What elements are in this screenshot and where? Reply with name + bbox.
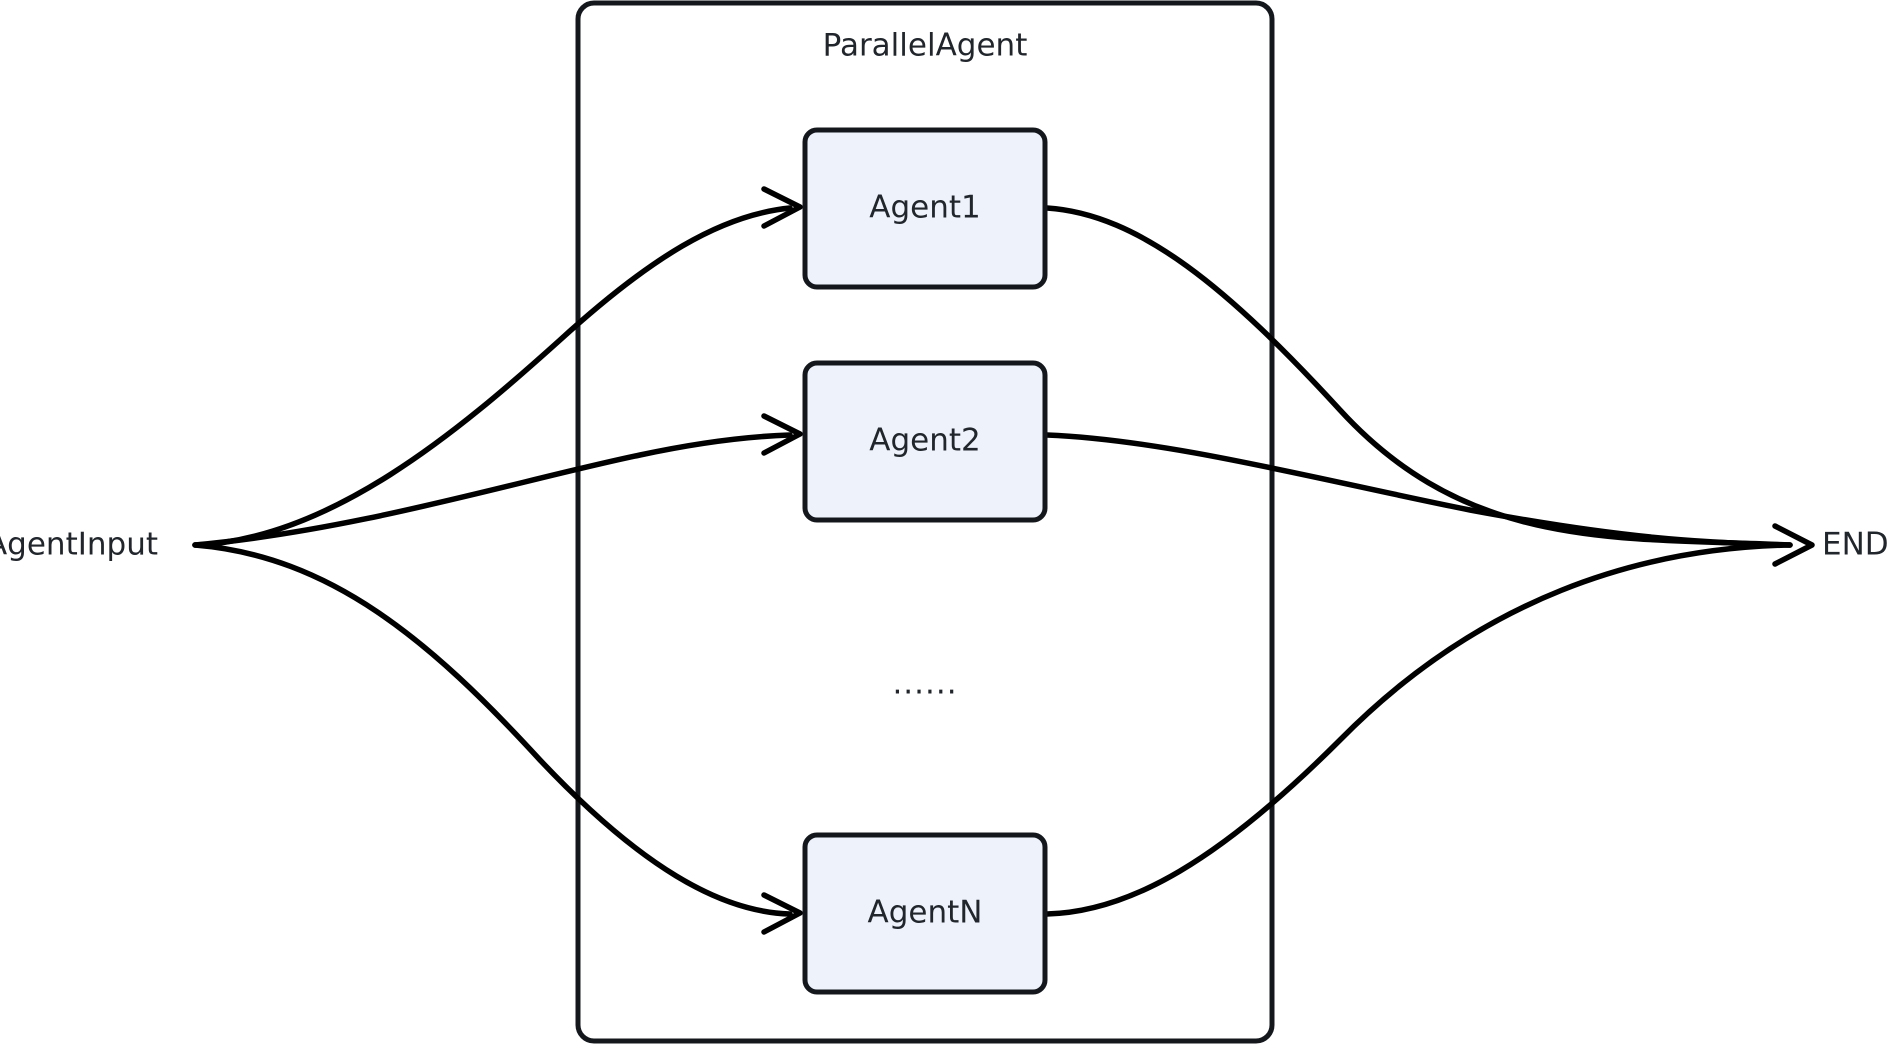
agent2-label: Agent2 xyxy=(869,423,980,459)
end-label: END xyxy=(1822,527,1888,563)
agent1-box[interactable] xyxy=(802,127,1048,290)
edge-agentn-to-end xyxy=(1044,542,1793,917)
agentn-label: AgentN xyxy=(868,895,983,931)
edge-agentinput-to-agent2 xyxy=(192,413,803,548)
ellipsis-indicator: ...... xyxy=(892,666,957,702)
end-arrow-head xyxy=(1772,523,1815,567)
edge-agentinput-to-agentn xyxy=(192,542,803,935)
agent1-node[interactable]: Agent1 xyxy=(802,127,1048,290)
agentn-node[interactable]: AgentN xyxy=(802,832,1048,995)
agent1-label: Agent1 xyxy=(869,190,980,226)
agent2-box[interactable] xyxy=(802,360,1048,523)
edge-agent1-to-end xyxy=(1044,205,1793,548)
agentn-box[interactable] xyxy=(802,832,1048,995)
agent-input-label: AgentInput xyxy=(0,527,158,563)
edge-agentinput-to-agent1 xyxy=(192,186,803,548)
edge-agent2-to-end xyxy=(1044,432,1793,548)
parallel-agent-group-title: ParallelAgent xyxy=(823,28,1028,64)
agent2-node[interactable]: Agent2 xyxy=(802,360,1048,523)
